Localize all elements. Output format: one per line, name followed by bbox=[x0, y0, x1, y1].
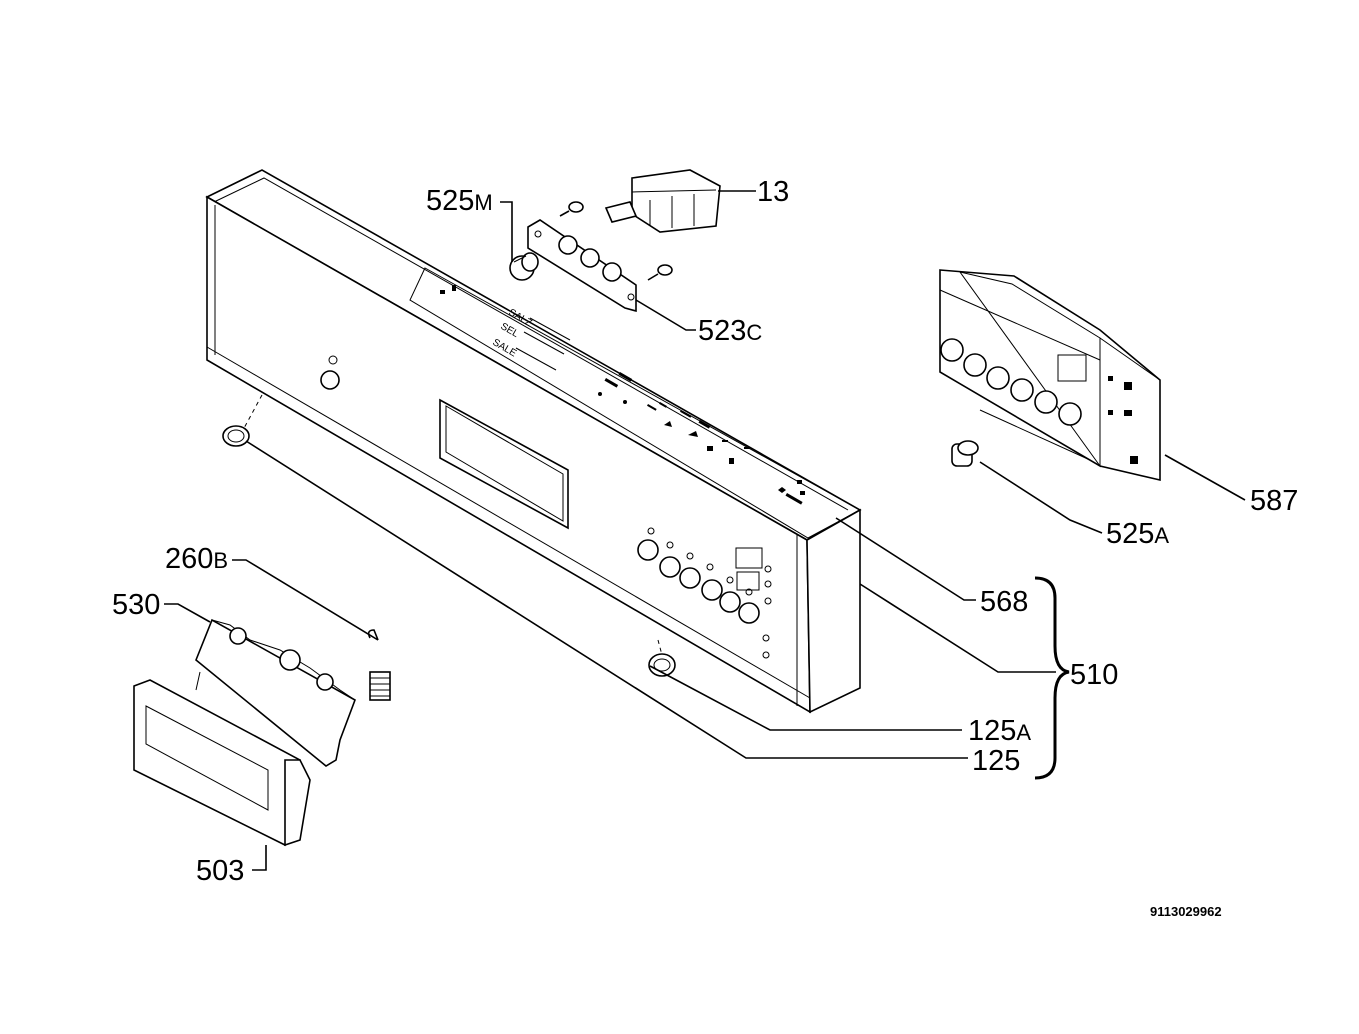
group-brace-510 bbox=[1034, 576, 1070, 780]
callout-510: 510 bbox=[1070, 659, 1118, 691]
module-rotary-contacts bbox=[940, 338, 1082, 426]
callout-125a: 125A bbox=[968, 715, 1031, 747]
screw-lower bbox=[647, 264, 673, 281]
drawing-code: 9113029962 bbox=[1150, 904, 1222, 919]
callout-568: 568 bbox=[980, 586, 1028, 618]
callout-587: 587 bbox=[1250, 485, 1298, 517]
knob-525m bbox=[509, 252, 539, 281]
handle-mechanism-530 bbox=[195, 618, 356, 767]
callout-13: 13 bbox=[757, 176, 789, 208]
callout-260b: 260B bbox=[165, 543, 228, 575]
ring-seal-125 bbox=[222, 425, 250, 447]
callout-530: 530 bbox=[112, 589, 160, 621]
spring-260b bbox=[367, 629, 391, 701]
callout-125: 125 bbox=[972, 745, 1020, 777]
leader-lines bbox=[164, 190, 1246, 871]
electronic-module-587 bbox=[939, 269, 1161, 482]
screw-upper bbox=[559, 201, 584, 217]
main-switch-13 bbox=[604, 169, 721, 233]
callout-523c: 523C bbox=[698, 315, 762, 347]
switch-bracket-523c bbox=[527, 219, 637, 313]
handle-503 bbox=[133, 679, 311, 847]
ring-seal-125a bbox=[648, 653, 676, 677]
button-525a bbox=[951, 440, 979, 467]
program-buttons bbox=[637, 527, 760, 624]
callout-525m: 525M bbox=[426, 185, 493, 217]
callout-503: 503 bbox=[196, 855, 244, 887]
control-panel: SALZ SEL SALE bbox=[205, 169, 862, 714]
callout-525a: 525A bbox=[1106, 518, 1169, 550]
